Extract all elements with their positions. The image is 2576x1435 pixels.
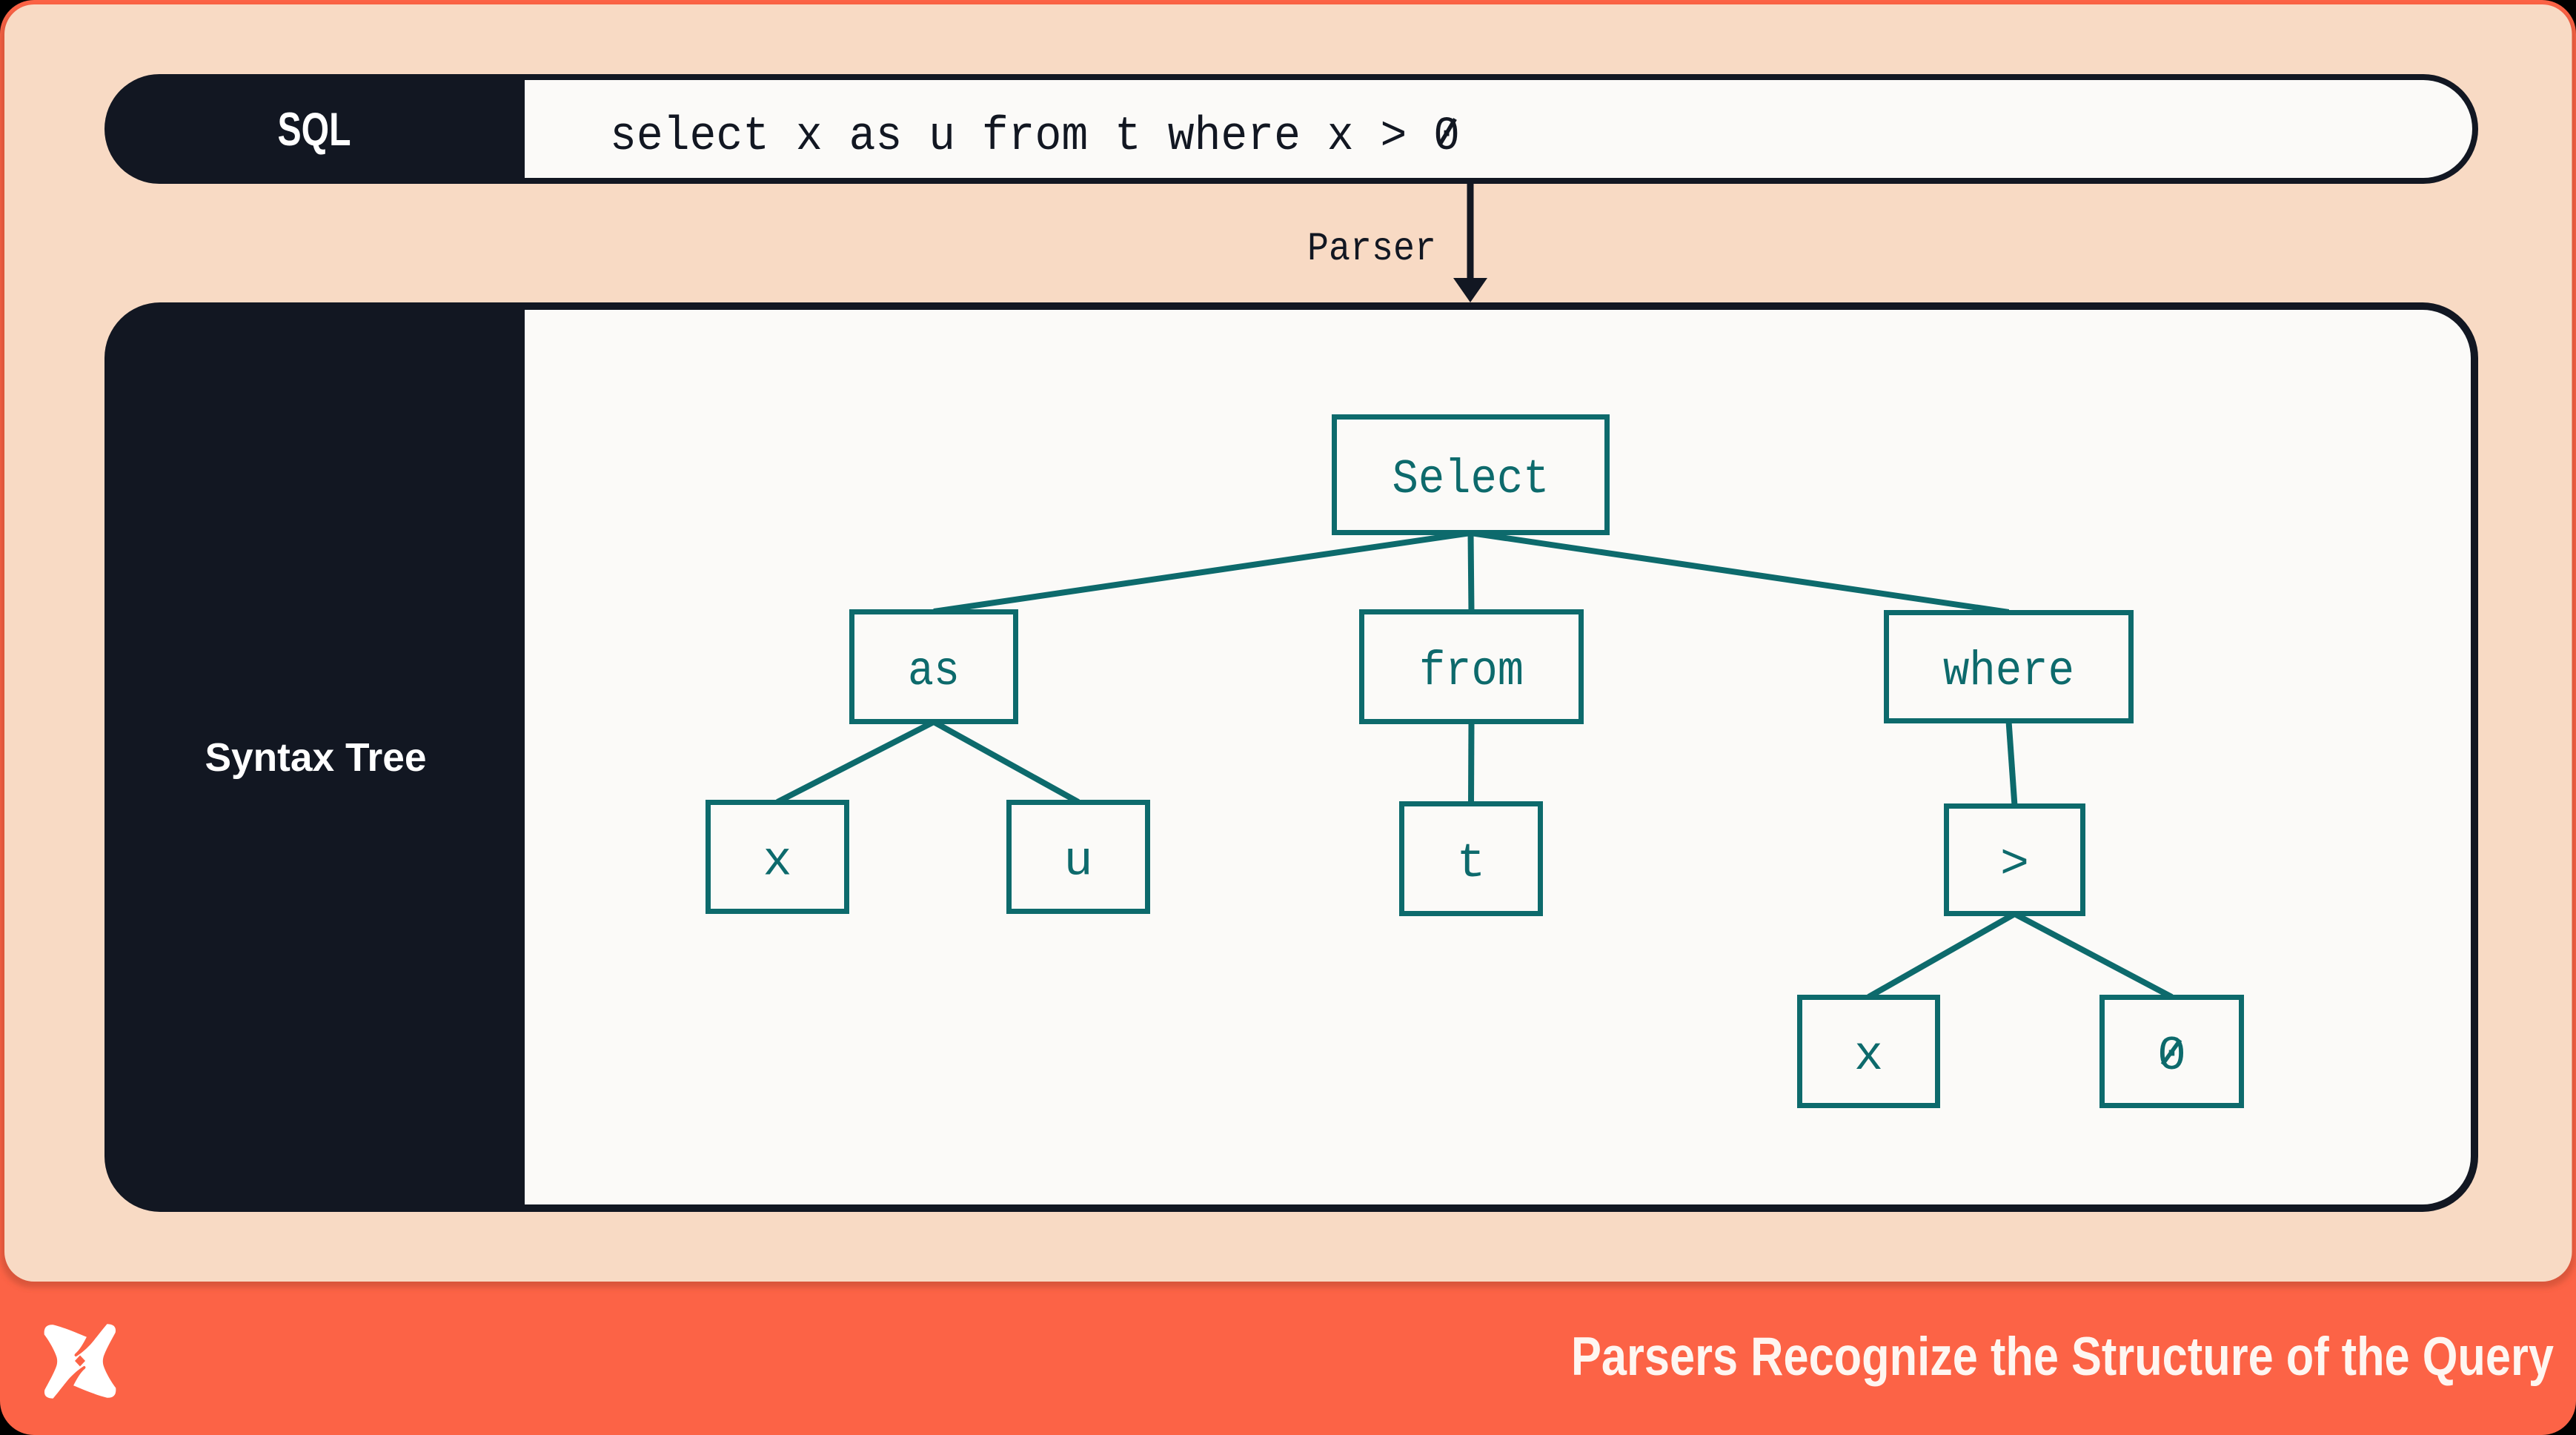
svg-text:Select: Select bbox=[1392, 452, 1550, 507]
svg-text:SQL: SQL bbox=[278, 104, 351, 156]
svg-text:t: t bbox=[1456, 836, 1485, 891]
svg-text:>: > bbox=[2000, 838, 2029, 892]
svg-text:0: 0 bbox=[2157, 1029, 2186, 1084]
svg-text:from: from bbox=[1419, 644, 1524, 699]
svg-text:Syntax Tree: Syntax Tree bbox=[205, 735, 427, 780]
svg-text:as: as bbox=[908, 644, 960, 699]
svg-text:Parser: Parser bbox=[1307, 227, 1436, 272]
svg-text:select x as u from t where x >: select x as u from t where x > 0 bbox=[610, 110, 1460, 164]
svg-text:Parsers Recognize the Structur: Parsers Recognize the Structure of the Q… bbox=[1571, 1327, 2554, 1387]
svg-text:x: x bbox=[1854, 1029, 1883, 1084]
svg-text:u: u bbox=[1063, 835, 1092, 889]
svg-text:x: x bbox=[763, 835, 791, 889]
svg-text:where: where bbox=[1943, 644, 2074, 699]
